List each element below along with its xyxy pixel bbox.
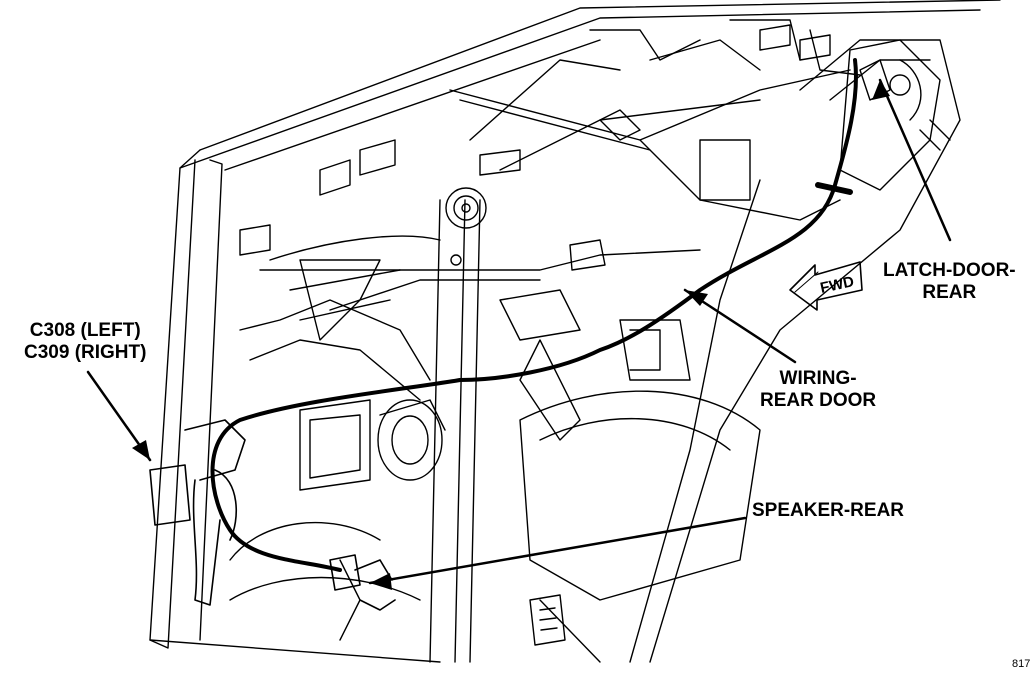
figure-number: 817 bbox=[1012, 658, 1031, 670]
latch-callout-line2: REAR bbox=[922, 282, 977, 303]
speaker-rear-callout: SPEAKER-REAR bbox=[752, 500, 904, 522]
rear-speaker bbox=[339, 399, 446, 641]
callout-leaders bbox=[86, 78, 952, 585]
speaker-callout-line1: SPEAKER-REAR bbox=[752, 500, 905, 521]
latch-door-rear-callout: LATCH-DOOR- REAR bbox=[883, 260, 1016, 304]
rear-door-wiring-harness bbox=[210, 58, 858, 572]
mid-brackets bbox=[299, 139, 751, 491]
connector-callout-line1: C308 (LEFT) bbox=[29, 320, 141, 341]
window-regulator-track bbox=[429, 99, 761, 663]
connector-callout-line2: C309 (RIGHT) bbox=[24, 342, 147, 363]
connector-callout: C308 (LEFT) C309 (RIGHT) bbox=[24, 320, 146, 364]
harness-sleeve bbox=[815, 182, 853, 195]
wiring-rear-door-callout: WIRING- REAR DOOR bbox=[760, 368, 876, 412]
wiring-leader bbox=[683, 288, 797, 364]
speaker-leader bbox=[368, 516, 747, 585]
harness-connector bbox=[149, 419, 246, 606]
callout-arrowheads bbox=[132, 80, 890, 590]
fwd-direction-arrow-icon bbox=[789, 261, 863, 311]
door-rear-frame bbox=[629, 19, 961, 663]
door-outer-panel bbox=[149, 0, 1001, 663]
trim-clips bbox=[239, 24, 831, 646]
door-cavity-outline bbox=[229, 235, 761, 663]
wiring-callout-line1: WIRING- bbox=[779, 368, 857, 389]
wiring-callout-line2: REAR DOOR bbox=[760, 390, 877, 411]
speaker-connector bbox=[329, 554, 396, 611]
latch-callout-line1: LATCH-DOOR- bbox=[883, 260, 1016, 281]
latch-leader bbox=[878, 78, 952, 242]
fwd-label: FWD bbox=[819, 273, 856, 297]
